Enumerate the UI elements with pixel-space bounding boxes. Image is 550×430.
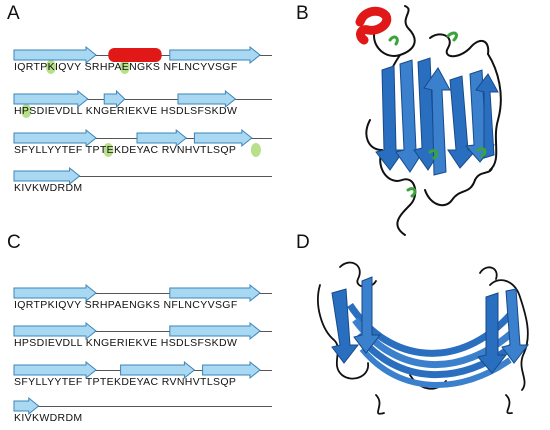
beta-strand-arrow [120, 360, 196, 380]
sequence-track: HPSDIEVDLL KNGERIEKVE HSDLSFSKDW [13, 318, 272, 352]
sequence-text: IQRTPKIQVY SRHPAENGKS NFLNCYVSGF [14, 299, 238, 311]
panel-label-d: D [296, 232, 310, 253]
residue-highlight [45, 60, 56, 74]
helix-icon [355, 6, 392, 45]
residue-highlight [103, 143, 114, 157]
beta-strand-arrow [193, 128, 253, 148]
sequence-text: SFYLLYYTEF TPTEKDEYAC RVNHVTLSQP [14, 144, 237, 156]
secondary-structure [13, 360, 261, 380]
sequence-axis-line [14, 331, 272, 332]
sequence-text: IQRTPKIQVY SRHPAENGKS NFLNCYVSGF [14, 61, 238, 73]
panel-label-a: A [7, 3, 20, 24]
panel-label-c: C [7, 232, 21, 253]
secondary-structure [13, 128, 261, 157]
structure-panel-b [355, 5, 502, 236]
beta-strand-arrow [13, 128, 97, 148]
beta-strand-arrow [103, 89, 126, 109]
secondary-structure [13, 166, 81, 186]
sequence-track: KIVKWDRDM [13, 393, 272, 427]
secondary-structure [13, 89, 237, 118]
beta-strand-arrow [202, 360, 261, 380]
beta-strand-arrow [13, 89, 89, 109]
beta-strand-arrow [136, 128, 188, 148]
sequence-text: SFYLLYYTEF TPTEKDEYAC RVNHVTLSQP [14, 376, 237, 388]
beta-strand-arrow [13, 396, 40, 416]
residue-highlight [250, 143, 261, 157]
sequence-axis-line [14, 176, 272, 177]
beta-sheet [375, 57, 499, 176]
secondary-structure [13, 283, 261, 303]
panel-label-b: B [296, 3, 309, 24]
alpha-helix-bar [108, 48, 162, 62]
beta-strand-arrow [13, 360, 97, 380]
sequence-track: SFYLLYYTEF TPTEKDEYAC RVNHVTLSQP [13, 357, 272, 391]
sequence-panel-a: IQRTPKIQVY SRHPAENGKS NFLNCYVSGF HPSDIEV… [13, 42, 272, 197]
beta-strand-arrow [169, 321, 261, 341]
sequence-track: IQRTPKIQVY SRHPAENGKS NFLNCYVSGF [13, 42, 272, 76]
turn-marks [388, 31, 487, 198]
beta-strand-arrow [13, 283, 97, 303]
beta-strand-arrow [13, 166, 81, 186]
beta-strand-arrow [169, 283, 261, 303]
secondary-structure [13, 321, 261, 341]
sequence-text: HPSDIEVDLL KNGERIEKVE HSDLSFSKDW [14, 105, 238, 117]
sequence-text: KIVKWDRDM [14, 412, 83, 424]
sequence-text: KIVKWDRDM [14, 182, 83, 194]
sequence-axis-line [14, 406, 272, 407]
sequence-panel-c: IQRTPKIQVY SRHPAENGKS NFLNCYVSGF HPSDIEV… [13, 280, 272, 427]
sequence-axis-line [14, 99, 272, 100]
beta-strand-arrow [13, 45, 97, 65]
sequence-track: KIVKWDRDM [13, 163, 272, 197]
sequence-track: IQRTPKIQVY SRHPAENGKS NFLNCYVSGF [13, 280, 272, 314]
secondary-structure [13, 396, 40, 416]
sequence-axis-line [14, 293, 272, 294]
beta-ribbons [331, 276, 530, 388]
beta-strand-arrow [169, 45, 261, 65]
secondary-structure [13, 45, 261, 74]
residue-highlight [21, 104, 32, 118]
structure-panel-d [317, 261, 530, 415]
beta-strand-arrow [177, 89, 237, 109]
sequence-text: HPSDIEVDLL KNGERIEKVE HSDLSFSKDW [14, 337, 238, 349]
sequence-track: HPSDIEVDLL KNGERIEKVE HSDLSFSKDW [13, 86, 272, 120]
residue-highlight [119, 60, 130, 74]
sequence-track: SFYLLYYTEF TPTEKDEYAC RVNHVTLSQP [13, 125, 272, 159]
beta-strand-arrow [13, 321, 97, 341]
